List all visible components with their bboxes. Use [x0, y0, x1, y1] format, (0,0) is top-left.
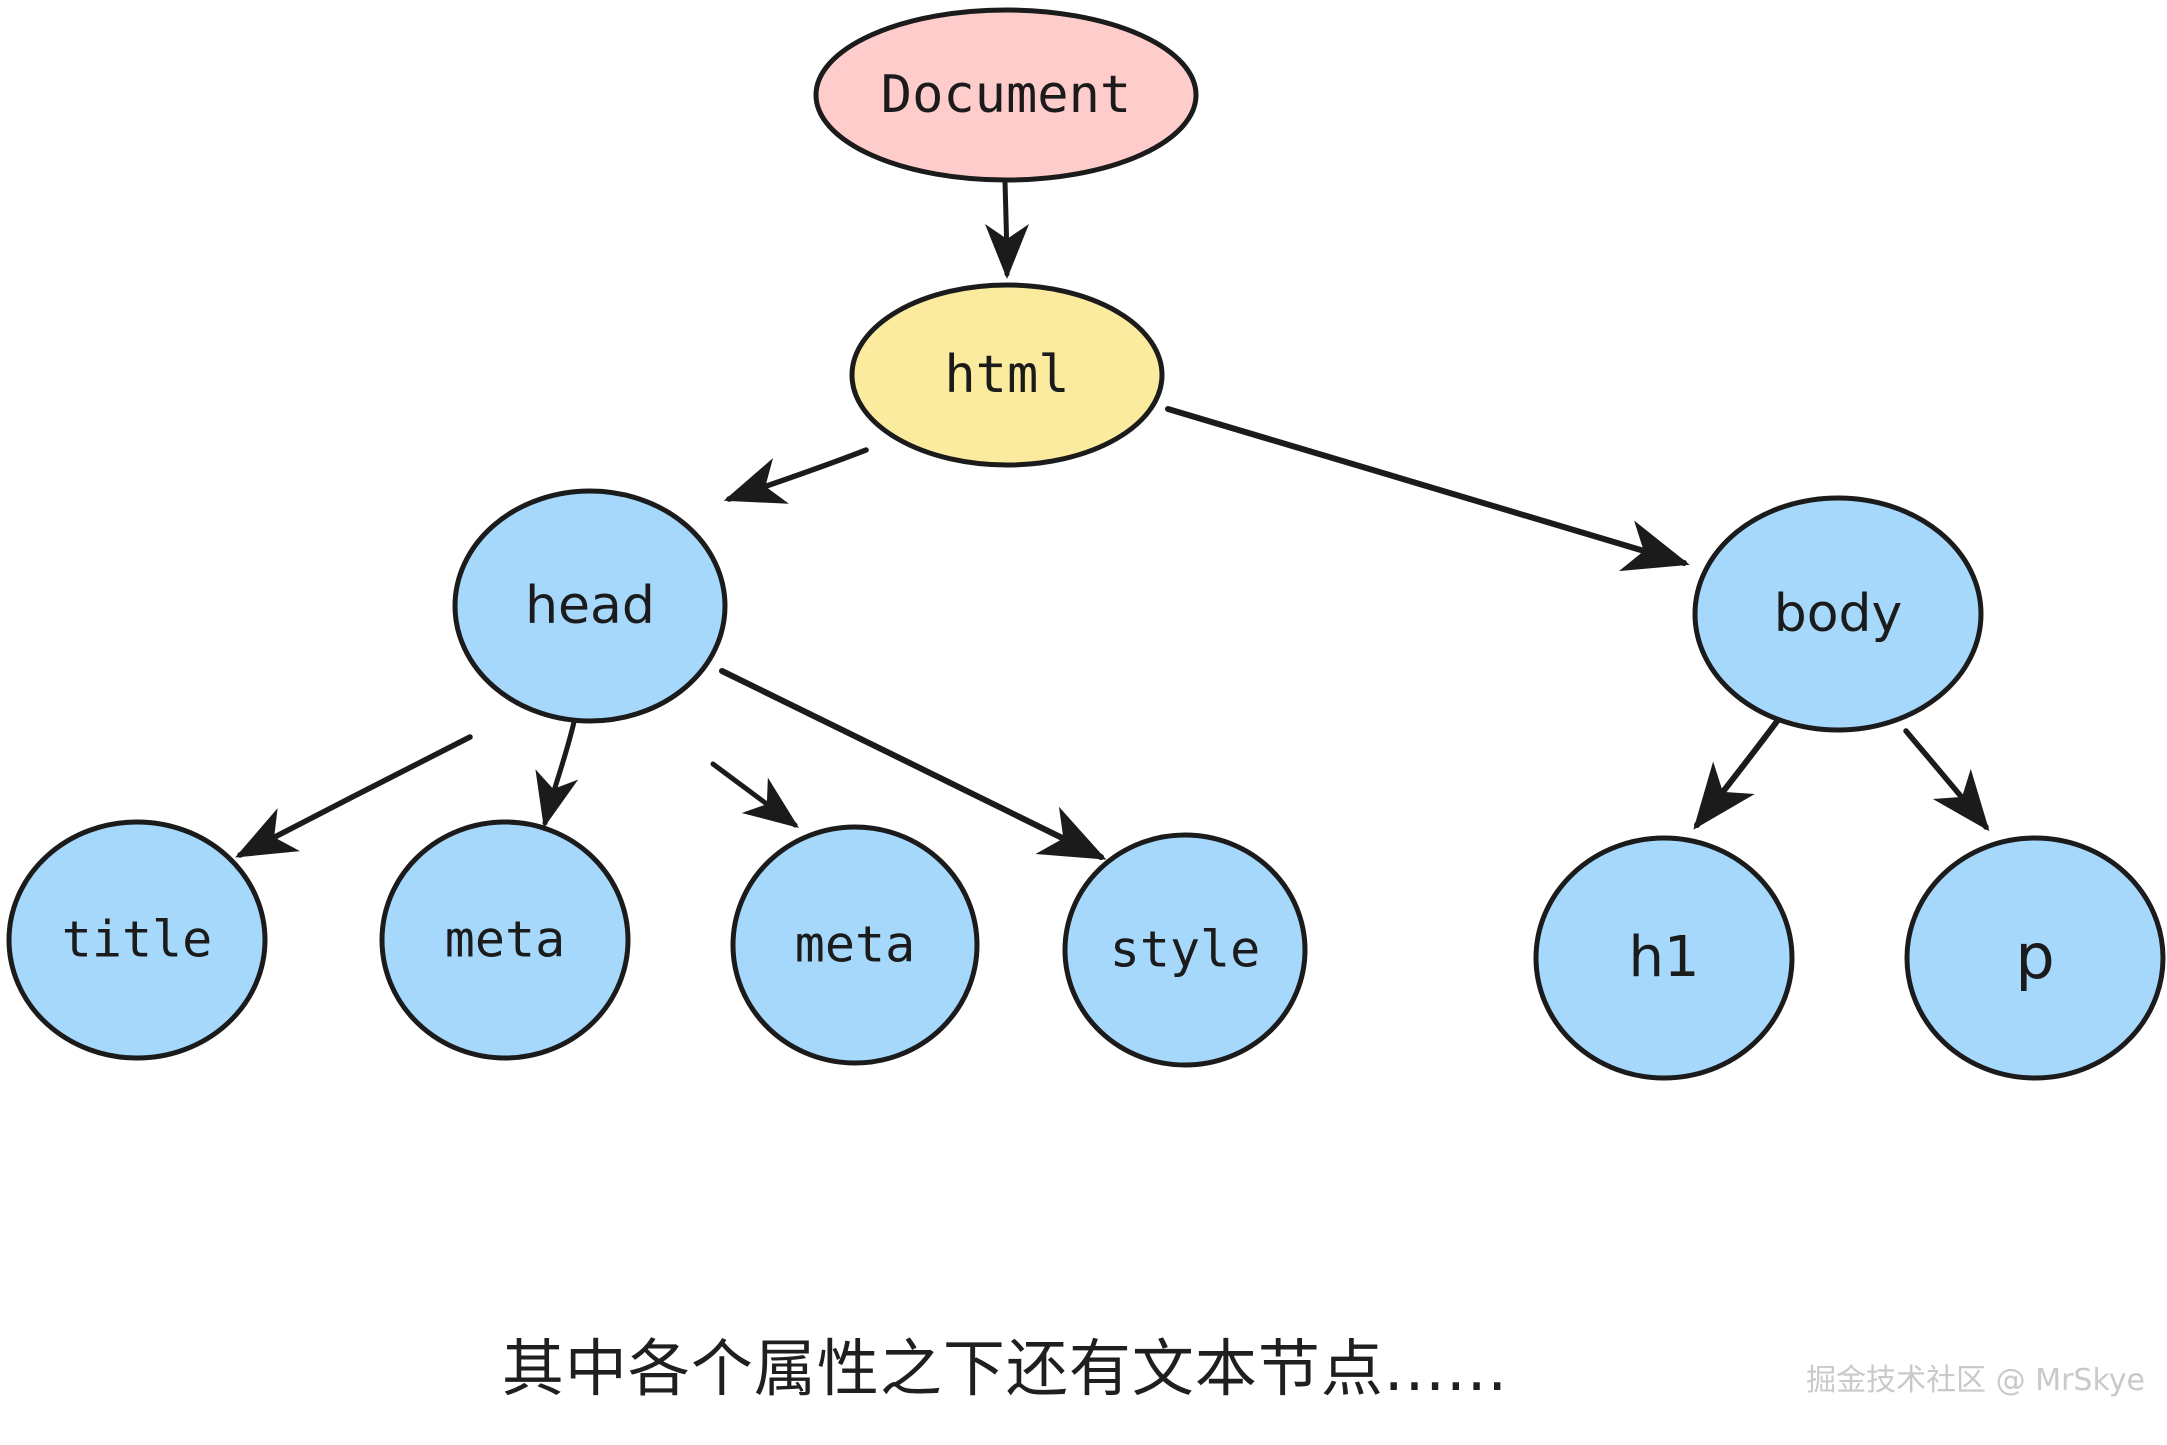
node-document[interactable]: Document [813, 7, 1199, 183]
edge-head-meta-1 [535, 719, 579, 828]
node-head-label: head [525, 576, 655, 636]
node-html[interactable]: html [849, 282, 1165, 468]
node-meta-1-label: meta [445, 911, 565, 969]
node-meta-2-label: meta [795, 916, 915, 974]
node-body[interactable]: body [1692, 495, 1984, 733]
node-body-label: body [1774, 584, 1903, 644]
node-meta-1[interactable]: meta [379, 819, 631, 1061]
node-style-shape [1062, 832, 1308, 1068]
node-document-shape [813, 7, 1199, 183]
node-p[interactable]: p [1904, 835, 2166, 1081]
node-head-shape [452, 488, 728, 724]
node-style-label: style [1110, 921, 1261, 979]
edge-html-body [1165, 406, 1690, 572]
node-title-shape [6, 819, 268, 1061]
node-style[interactable]: style [1062, 832, 1308, 1068]
node-html-shape [849, 282, 1165, 468]
edge-head-style [719, 668, 1107, 860]
node-meta-1-shape [379, 819, 631, 1061]
node-p-shape [1904, 835, 2166, 1081]
diagram-caption: 其中各个属性之下还有文本节点...... [502, 1332, 1508, 1405]
edge-head-meta-2 [710, 761, 800, 828]
node-body-shape [1692, 495, 1984, 733]
node-h1-label: h1 [1628, 925, 1699, 990]
edge-head-title [235, 734, 473, 858]
node-p-label: p [2015, 920, 2054, 993]
node-title-label: title [62, 911, 213, 969]
node-html-label: html [944, 345, 1069, 405]
edge-body-p [1903, 728, 1990, 832]
node-title[interactable]: title [6, 819, 268, 1061]
node-h1[interactable]: h1 [1533, 835, 1795, 1081]
node-document-label: Document [881, 65, 1131, 125]
edge-html-head [723, 447, 869, 504]
node-h1-shape [1533, 835, 1795, 1081]
node-head[interactable]: head [452, 488, 728, 724]
edge-group [235, 178, 1990, 860]
edge-body-h1 [1693, 717, 1781, 830]
node-meta-2[interactable]: meta [730, 824, 980, 1066]
edge-document-html [984, 178, 1029, 279]
watermark: 掘金技术社区 @ MrSkye [1806, 1363, 2145, 1398]
node-meta-2-shape [730, 824, 980, 1066]
